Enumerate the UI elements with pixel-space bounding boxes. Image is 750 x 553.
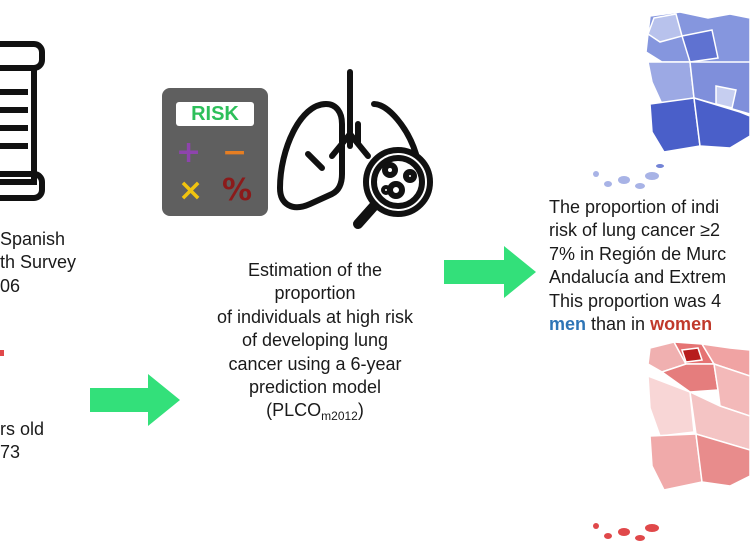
estimation-description: Estimation of the proportion of individu… [185, 259, 445, 425]
age-line-2: 73 [0, 442, 21, 463]
calculator-screen: RISK [176, 102, 254, 126]
spain-map-women [593, 341, 750, 541]
survey-line-2: th Survey [0, 252, 77, 273]
estimation-line-5: cancer using a 6-year [228, 353, 402, 374]
times-icon: × [178, 173, 204, 208]
results-line-6: men than in women [549, 313, 750, 336]
than-label: than in [586, 313, 651, 334]
results-line-3: 7% in Región de Murc [549, 243, 727, 264]
results-line-4: Andalucía and Extrem [549, 267, 727, 288]
results-description: The proportion of indi risk of lung canc… [549, 196, 750, 336]
results-line-2: risk of lung cancer ≥2 [549, 220, 720, 241]
document-scroll-icon [0, 41, 45, 201]
estimation-line-6: prediction model [248, 376, 382, 397]
model-name: (PLCOm2012) [185, 399, 445, 425]
estimation-line-4: of developing lung [241, 330, 389, 351]
age-label: rs old 73 [0, 418, 90, 465]
arrow-right-icon [444, 246, 536, 298]
spain-map-men [593, 11, 750, 189]
lungs-magnifier-icon [277, 69, 433, 229]
calculator-screen-label: RISK [191, 103, 239, 125]
model-prefix: (PLCO [266, 400, 322, 421]
men-label: men [549, 313, 587, 334]
women-label: women [650, 313, 713, 334]
survey-label: Spanish th Survey 06 [0, 228, 110, 298]
model-subscript: m2012 [321, 409, 358, 424]
estimation-line-2: proportion [274, 283, 356, 304]
age-line-1: rs old [0, 419, 45, 439]
results-line-5: This proportion was 4 [549, 290, 722, 311]
results-line-1: The proportion of indi [549, 197, 720, 217]
arrow-right-icon [90, 374, 180, 426]
estimation-line-3: of individuals at high risk [216, 306, 414, 327]
plus-icon: + [176, 135, 202, 170]
calculator-icon: RISK + − × % [162, 88, 268, 216]
survey-line-3: 06 [0, 275, 21, 296]
percent-icon: % [222, 173, 253, 208]
estimation-line-1: Estimation of the [247, 260, 383, 280]
red-mark-icon [0, 350, 4, 356]
survey-line-1: Spanish [0, 229, 66, 249]
model-suffix: ) [357, 400, 364, 421]
minus-icon: − [222, 135, 248, 170]
